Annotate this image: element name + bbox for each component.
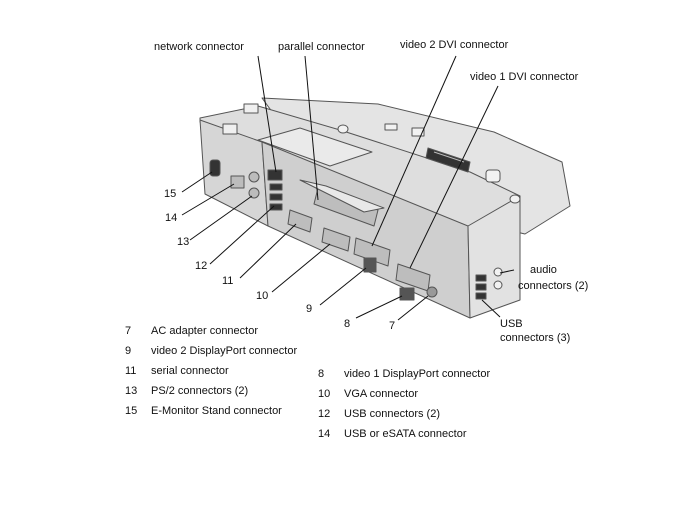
displayport-video1 [399,287,415,301]
callout-number-13: 13 [177,236,189,248]
callout-video2-dvi-connector: video 2 DVI connector [400,39,509,51]
e-monitor-stand-connector [209,159,221,177]
callout-usb-line2: connectors (3) [500,332,570,344]
legend-item: 15 E-Monitor Stand connector [125,401,297,421]
rear-slot [384,123,398,131]
legend-item: 12 USB connectors (2) [318,404,490,424]
legend-text: USB connectors (2) [344,408,440,420]
callout-number-15: 15 [164,188,176,200]
top-foot-left [337,124,349,134]
legend-text: serial connector [151,365,229,377]
ps2-connector-top [248,171,260,183]
legend-text: PS/2 connectors (2) [151,385,249,397]
video2-dvi-port [353,237,391,267]
usb-port-right-1 [475,274,487,282]
callout-number-12: 12 [195,260,207,272]
usb-port-right-3 [475,292,487,300]
usb-port-left-2 [269,193,283,201]
usb-port-right-2 [475,283,487,291]
legend-right-column: 8 video 1 DisplayPort connector 10 VGA con… [318,364,490,444]
usb-port-left-1 [269,183,283,191]
callout-number-10: 10 [256,290,268,302]
ac-adapter-port [426,286,438,298]
audio-jack-top [493,267,503,277]
callout-number-9: 9 [306,303,312,315]
parallel-shelf [299,179,385,213]
callout-network-connector: network connector [154,41,244,53]
top-tab [243,103,259,114]
legend-item: 14 USB or eSATA connector [318,424,490,444]
legend-number: 13 [125,385,138,397]
legend-text: USB or eSATA connector [344,428,467,440]
callout-video1-dvi-connector: video 1 DVI connector [470,71,579,83]
legend-number: 14 [318,428,331,440]
legend-text: video 2 DisplayPort connector [151,345,298,357]
legend-item: 8 video 1 DisplayPort connector [318,364,490,384]
docking-station-illustration [199,97,571,319]
top-latch [222,123,238,135]
usb-esata-port [230,175,245,189]
legend-number: 11 [125,365,137,377]
callout-number-14: 14 [165,212,177,224]
rear-lock [411,127,425,137]
legend-text: AC adapter connector [151,325,259,337]
top-button [485,169,501,183]
callout-number-8: 8 [344,318,350,330]
callout-parallel-connector: parallel connector [278,41,365,53]
usb-port-left-3 [269,203,283,211]
callout-audio-line1: audio [530,264,557,276]
legend-text: VGA connector [344,388,418,400]
legend-text: E-Monitor Stand connector [151,405,282,417]
network-port [267,169,283,181]
callout-number-7: 7 [389,320,395,332]
legend-item: 9 video 2 DisplayPort connector [125,341,297,361]
top-deck-slot [257,127,373,167]
legend-item: 11 serial connector [125,361,297,381]
serial-port [287,209,313,233]
ps2-connector-bottom [248,187,260,199]
callout-usb-line1: USB [500,318,523,330]
legend-number: 10 [318,388,331,400]
legend-number: 7 [125,325,132,337]
top-foot-right [509,194,521,204]
legend-item: 7 AC adapter connector [125,321,297,341]
vga-port [321,227,351,252]
legend-number: 12 [318,408,331,420]
displayport-video2 [363,257,377,273]
legend-item: 13 PS/2 connectors (2) [125,381,297,401]
leader-lines [181,55,515,321]
legend-item: 10 VGA connector [318,384,490,404]
legend-number: 9 [125,345,132,357]
legend-left-column: 7 AC adapter connector 9 video 2 DisplayPo… [125,321,297,421]
legend-number: 8 [318,368,325,380]
callout-audio-line2: connectors (2) [518,280,588,292]
callout-number-11: 11 [222,275,233,287]
audio-jack-bottom [493,280,503,290]
legend-text: video 1 DisplayPort connector [344,368,491,380]
legend-number: 15 [125,405,138,417]
